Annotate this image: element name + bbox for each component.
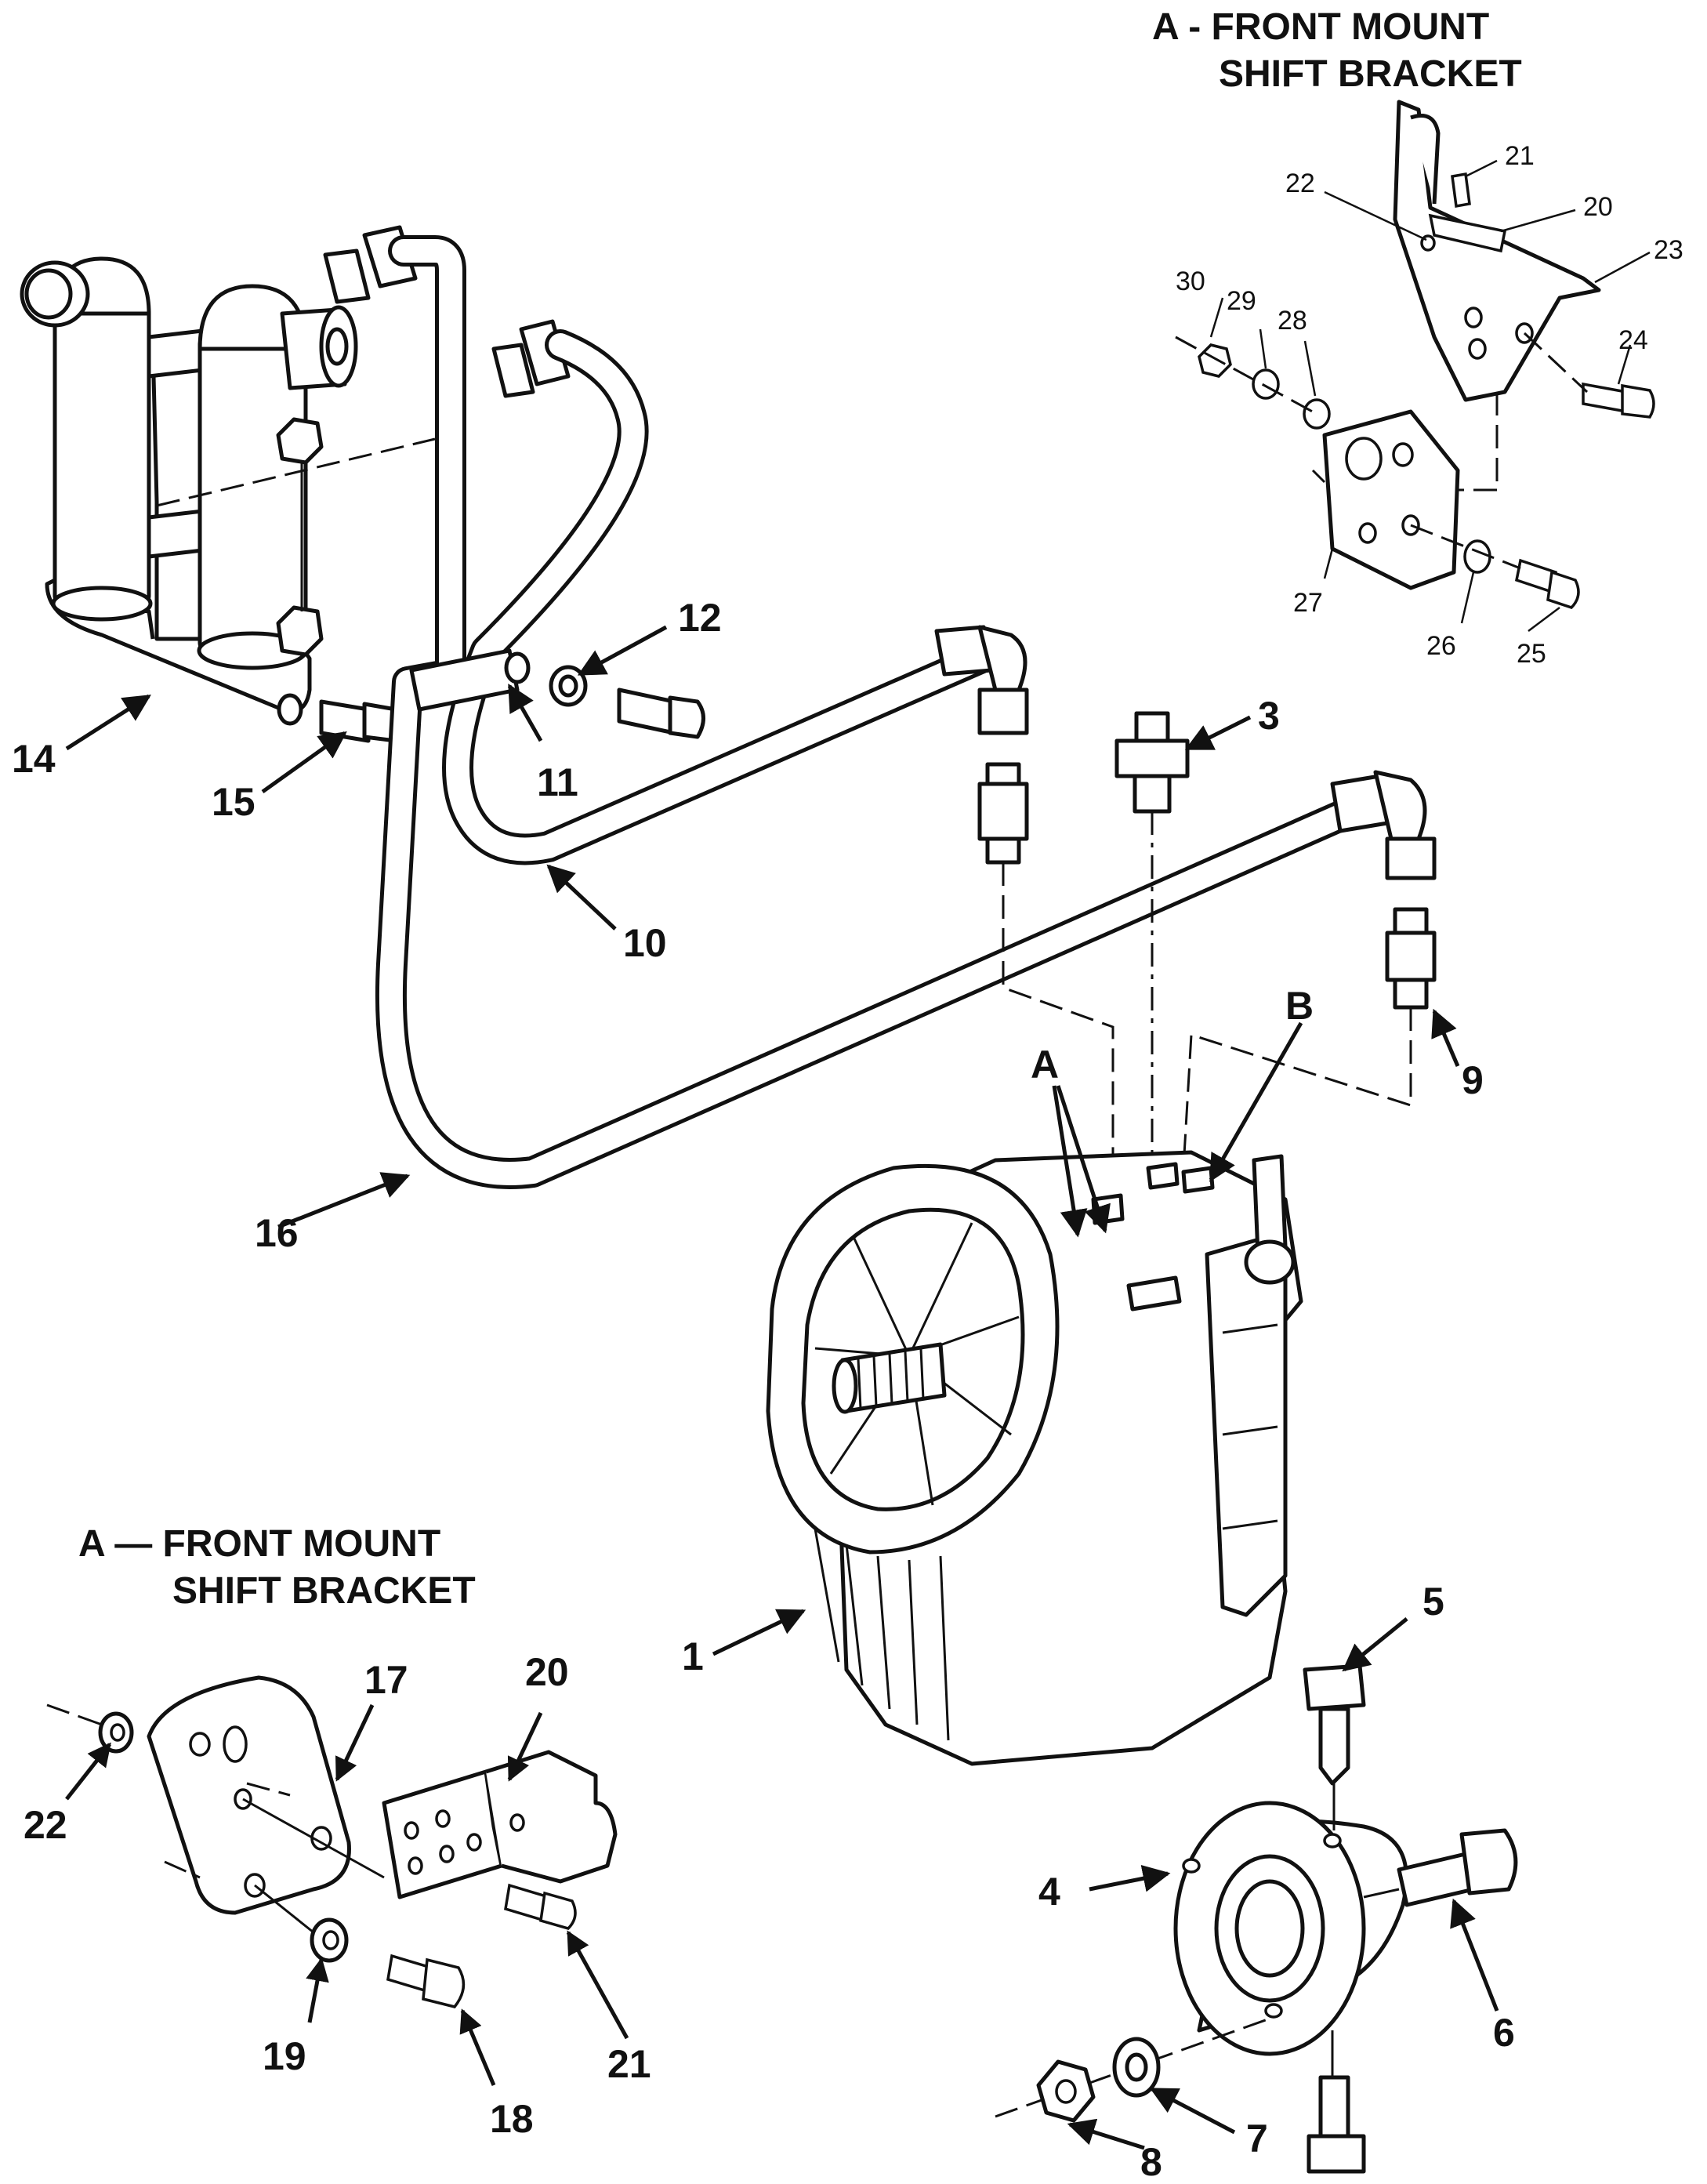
spline-lines — [857, 1348, 925, 1409]
inset-top-callout-30: 30 — [1176, 267, 1205, 296]
inset-top-callout-24: 24 — [1618, 325, 1648, 355]
inset-bottom-title-line2: SHIFT BRACKET — [172, 1570, 476, 1612]
inset-top-callout-22: 22 — [1285, 169, 1315, 198]
callout-16: 16 — [255, 1211, 299, 1255]
inset-bottom-title-line1: A — FRONT MOUNT — [78, 1523, 440, 1565]
inset-top-callout-21: 21 — [1505, 141, 1535, 171]
callout-10: 10 — [623, 921, 667, 965]
inset-top-callout-26: 26 — [1426, 631, 1456, 661]
inset-bottom-callout-17: 17 — [364, 1658, 408, 1702]
callout-1: 1 — [682, 1634, 704, 1678]
callout-7: 7 — [1246, 2117, 1268, 2160]
callout-12: 12 — [678, 596, 722, 640]
callout-8: 8 — [1140, 2140, 1162, 2184]
callout-5: 5 — [1422, 1580, 1444, 1623]
inset-top-title-line1: A - FRONT MOUNT — [1152, 6, 1489, 48]
callout-4: 4 — [1038, 1870, 1060, 1914]
inset-top-callout-29: 29 — [1227, 286, 1256, 316]
main-callouts: 14 15 11 12 10 16 3 9 B A 1 5 4 6 7 8 — [12, 596, 1515, 2184]
transmission-housing — [766, 1150, 1303, 1766]
inset-bottom-callout-22: 22 — [24, 1803, 67, 1847]
oil-tubes — [375, 235, 1427, 1189]
flange-bolt-side — [1363, 1828, 1518, 1907]
callout-6: 6 — [1493, 2011, 1515, 2055]
inset-top-callout-27: 27 — [1293, 588, 1323, 618]
inset-bottom-callout-20: 20 — [525, 1650, 569, 1694]
inset-bottom-shift-bracket: A — FRONT MOUNT SHIFT BRACKET — [24, 1523, 651, 2141]
callout-9: 9 — [1462, 1058, 1484, 1102]
callout-11: 11 — [537, 760, 578, 804]
inset-bottom-callout-19: 19 — [263, 2034, 306, 2078]
washer-and-nut — [995, 2017, 1270, 2123]
callout-3: 3 — [1258, 694, 1280, 738]
inset-top-callout-25: 25 — [1517, 639, 1546, 669]
main-leaders — [65, 625, 1499, 2150]
flange-bolt-bottom — [1307, 2030, 1366, 2174]
callout-B: B — [1285, 984, 1314, 1028]
inset-top-callout-20: 20 — [1583, 192, 1613, 222]
inset-bottom-callout-18: 18 — [490, 2097, 534, 2141]
inset-bottom-callout-21: 21 — [607, 2042, 651, 2086]
callout-A: A — [1031, 1043, 1059, 1087]
callout-15: 15 — [212, 780, 256, 824]
inset-top-title-line2: SHIFT BRACKET — [1219, 53, 1522, 95]
flange-bolt-top — [1303, 1663, 1366, 1830]
inset-top-callout-28: 28 — [1278, 306, 1307, 336]
fittings-and-sender — [549, 665, 1437, 1169]
callout-14: 14 — [12, 737, 56, 781]
inset-top-shift-bracket: A - FRONT MOUNT SHIFT BRACKET — [1152, 6, 1683, 669]
inset-top-callout-23: 23 — [1654, 235, 1683, 265]
coupling-flange — [1173, 1801, 1408, 2056]
